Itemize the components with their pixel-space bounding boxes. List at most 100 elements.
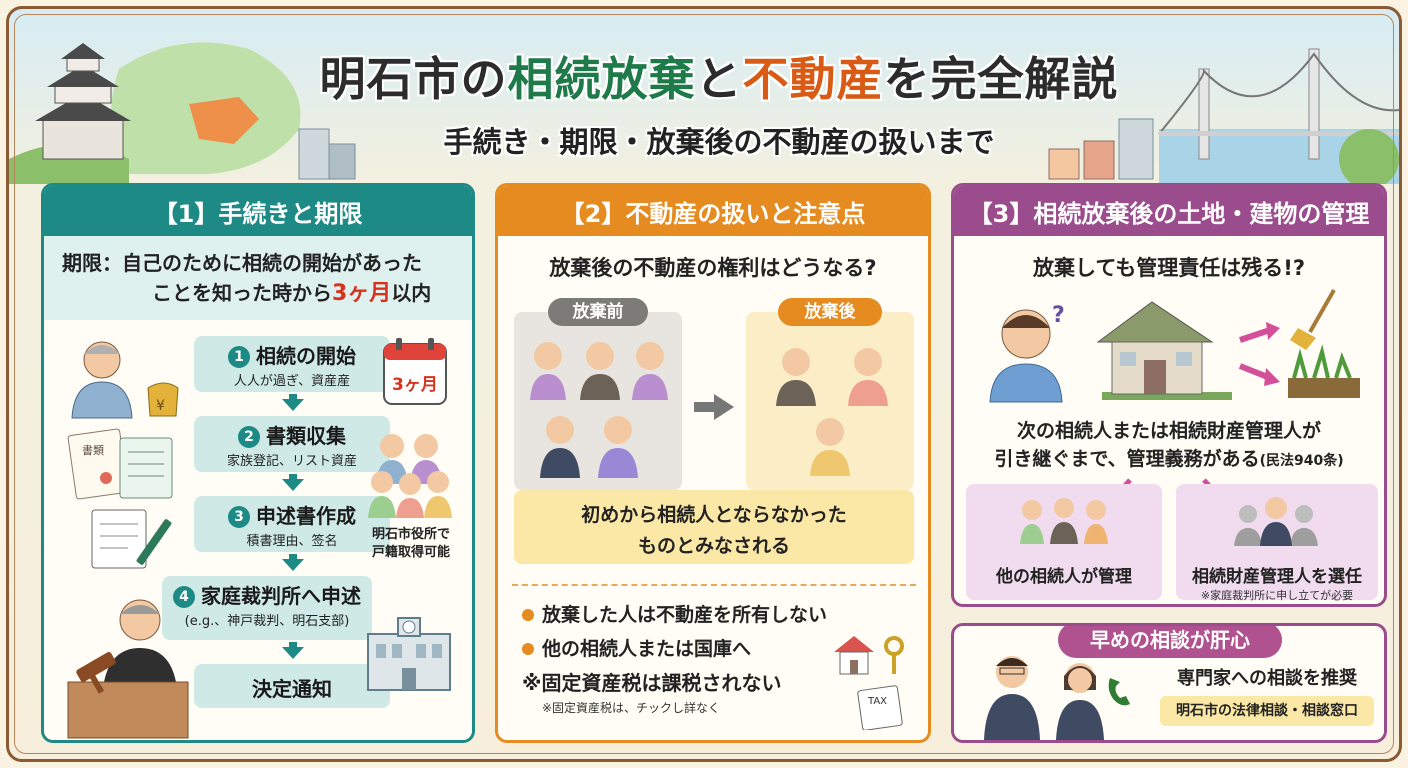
- tax-note: ※固定資産税は課税されない: [522, 671, 782, 695]
- step-title: 申述書作成: [256, 504, 356, 528]
- panel-real-estate: 【2】不動産の扱いと注意点 放棄後の不動産の権利はどうなる? 放棄前 放棄後 初…: [495, 183, 931, 743]
- panel-management: 【3】相続放棄後の土地・建物の管理 放棄しても管理責任は残る!? ? 次の相続人…: [951, 183, 1387, 607]
- old-house-icon: [1096, 301, 1232, 400]
- before-box: [514, 312, 682, 490]
- duty-line1: 次の相続人または相続財産管理人が: [1016, 420, 1321, 442]
- deadline-text: 以内: [391, 281, 432, 305]
- step-number: 3: [228, 506, 250, 528]
- step-sub: 積書理由、签名: [246, 534, 338, 549]
- panel-heading: 【2】不動産の扱いと注意点: [498, 186, 928, 236]
- option-other-heir: 他の相続人が管理: [966, 484, 1162, 600]
- calendar-icon: 3ヶ月: [383, 338, 447, 405]
- recommend-text: 専門家への相談を推奨: [1177, 668, 1357, 689]
- deadline-line1: 期限：自己のために相続の開始があった: [62, 251, 422, 275]
- step-sub: 家族登記、リスト資産: [226, 454, 357, 469]
- result-line: 初めから相続人とならなかった: [581, 504, 847, 526]
- title-part: 明石市の: [319, 52, 508, 106]
- step-2: 2 書類収集 家族登記、リスト資産: [194, 416, 390, 472]
- step-title: 相続の開始: [256, 344, 356, 368]
- arrow-down-icon: [282, 479, 304, 491]
- option-administrator: 相続財産管理人を選任 ※家庭裁判所に申し立てが必要: [1176, 484, 1378, 602]
- worried-person-icon: ?: [989, 303, 1065, 403]
- step-title: 家庭裁判所へ申述: [201, 584, 361, 608]
- step-number: 2: [238, 426, 260, 448]
- documents-icon: 書類: [67, 428, 173, 500]
- akashi-map-highlight: [189, 97, 259, 144]
- house-key-tax-icon: TAX: [834, 636, 904, 730]
- arrows-icon: [1238, 322, 1280, 386]
- deadline-line2: ことを知った時から3ヶ月以内: [62, 278, 472, 309]
- doc-label: 書類: [82, 443, 104, 457]
- calendar-label: 3ヶ月: [392, 375, 438, 395]
- judge-gavel-icon: [67, 599, 189, 739]
- pen-paper-icon: [91, 509, 172, 569]
- svg-text:?: ?: [1052, 303, 1065, 328]
- deadline-text: ことを知った時から: [152, 281, 332, 305]
- step-1: 1 相続の開始 人人が過ぎ、資産産: [194, 336, 390, 392]
- castle-icon: [35, 43, 131, 160]
- step-title: 決定通知: [252, 677, 332, 701]
- bullet-text: 他の相続人または国庫へ: [542, 638, 752, 660]
- bullet-item: 放棄した人は不動産を所有しない: [522, 598, 922, 632]
- bullet-item: 他の相続人または国庫へ: [522, 632, 922, 666]
- panel-consultation: 早めの相談が肝心 専門家への相談を推奨 明石市の法律相談・相談窓口: [951, 623, 1387, 743]
- step-title: 書類収集: [266, 424, 346, 448]
- step-4: 4 家庭裁判所へ申述 (e.g.、神戸裁判、明石支部): [162, 576, 372, 640]
- step-number: 1: [228, 346, 250, 368]
- phone-icon: [1108, 678, 1130, 706]
- civil-code-article: (民法940条): [1259, 453, 1344, 469]
- tax-footnote: ※固定資産税は、チックし詳なく: [542, 701, 721, 715]
- before-tag: 放棄前: [548, 298, 648, 326]
- city-hall-note: 明石市役所で 戸籍取得可能: [371, 527, 450, 560]
- arrow-down-icon: [282, 647, 304, 659]
- step-3: 3 申述書作成 積書理由、签名: [194, 496, 390, 552]
- step-number: 4: [173, 586, 195, 608]
- administrator-icon: [1234, 497, 1318, 546]
- courthouse-icon: [367, 617, 451, 691]
- bullet-list: 放棄した人は不動産を所有しない 他の相続人または国庫へ ※固定資産税は課税されな…: [522, 598, 922, 716]
- panel-heading: 【3】相続放棄後の土地・建物の管理: [954, 186, 1384, 236]
- svg-text:¥: ¥: [156, 398, 165, 414]
- consultants-icon: [984, 656, 1104, 740]
- background-scenery: [9, 42, 1399, 184]
- step-sub: (e.g.、神戸裁判、明石支部): [184, 614, 350, 629]
- title-highlight-realestate: 不動産: [742, 52, 884, 106]
- page-subtitle: 手続き・期限・放棄後の不動産の扱いまで: [443, 125, 995, 159]
- title-part: と: [695, 52, 743, 106]
- elderly-man-money-icon: ¥: [71, 341, 179, 419]
- step-5: 決定通知: [194, 664, 390, 708]
- family-group-icon: [368, 434, 452, 518]
- bullet-text: 放棄した人は不動産を所有しない: [542, 604, 828, 626]
- title-part: を完全解説: [883, 52, 1119, 106]
- tax-label: TAX: [867, 696, 887, 707]
- heirs-after-icon: [776, 348, 888, 476]
- deadline-box: 期限：自己のために相続の開始があった ことを知った時から3ヶ月以内: [44, 236, 472, 320]
- title-highlight-inheritance: 相続放棄: [507, 52, 696, 106]
- deadline-highlight: 3ヶ月: [332, 281, 392, 306]
- result-box: 初めから相続人とならなかった ものとみなされる: [514, 490, 914, 564]
- panel-procedure: 【1】手続きと期限 期限：自己のために相続の開始があった ことを知った時から3ヶ…: [41, 183, 475, 743]
- heirs-group-icon: [1020, 498, 1108, 544]
- page-title: 明石市の相続放棄と不動産を完全解説: [279, 43, 1159, 109]
- infographic-frame: 明石市の相続放棄と不動産を完全解説 手続き・期限・放棄後の不動産の扱いまで 【1…: [6, 6, 1402, 762]
- option-label: 他の相続人が管理: [996, 567, 1132, 587]
- result-line: ものとみなされる: [637, 535, 790, 557]
- arrow-down-icon: [282, 399, 304, 411]
- heirs-before-icon: [530, 342, 668, 478]
- option-note: ※家庭裁判所に申し立てが必要: [1200, 589, 1354, 602]
- consult-window-label: 明石市の法律相談・相談窓口: [1160, 696, 1374, 726]
- arrow-down-icon: [282, 559, 304, 571]
- duty-line2: 引き継ぐまで、管理義務がある(民法940条): [954, 444, 1384, 471]
- buildings-icon: [298, 118, 1154, 180]
- question-text: 放棄しても管理責任は残る!?: [1032, 256, 1306, 280]
- broom-weeds-icon: [1288, 289, 1360, 398]
- option-label: 相続財産管理人を選任: [1192, 567, 1362, 587]
- duty-text: 引き継ぐまで、管理義務がある: [994, 448, 1260, 470]
- after-tag: 放棄後: [778, 298, 882, 326]
- divider: [512, 584, 916, 586]
- step-sub: 人人が過ぎ、資産産: [233, 374, 351, 389]
- consult-heading: 早めの相談が肝心: [1058, 626, 1282, 658]
- arrow-right-icon: [694, 394, 734, 420]
- panel-heading: 【1】手続きと期限: [44, 186, 472, 236]
- question-text: 放棄後の不動産の権利はどうなる?: [549, 256, 877, 280]
